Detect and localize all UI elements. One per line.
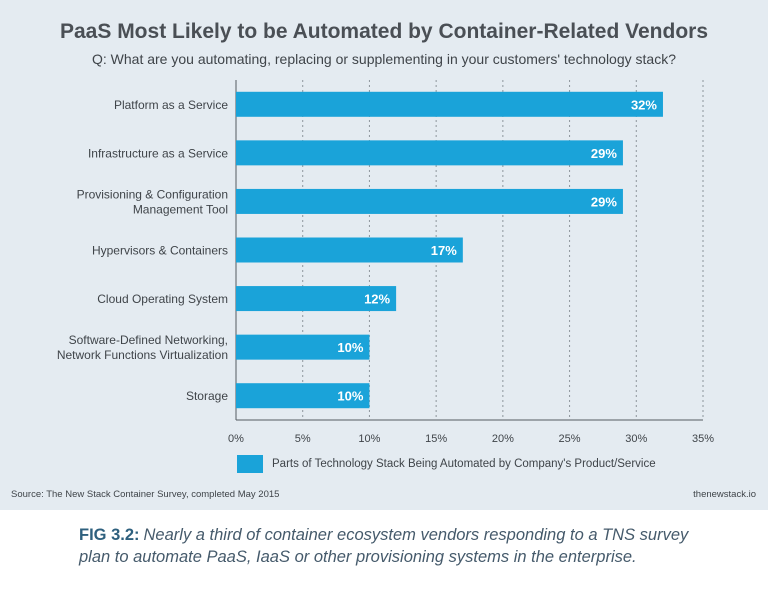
category-label: Hypervisors & Containers	[92, 244, 228, 258]
source-note: Source: The New Stack Container Survey, …	[11, 489, 280, 500]
caption-text: Nearly a third of container ecosystem ve…	[79, 526, 689, 566]
data-label: 10%	[337, 389, 363, 404]
bar	[236, 334, 370, 360]
bar-chart: 0% 5% 10% 15% 20% 25% 30% 35% 32% Platform as a S…	[57, 80, 714, 445]
x-tick-label: 30%	[625, 433, 647, 445]
bar	[236, 140, 623, 166]
bar	[236, 286, 397, 312]
bar	[236, 237, 463, 263]
x-tick-label: 35%	[692, 433, 714, 445]
x-tick-label: 10%	[358, 433, 380, 445]
data-label: 10%	[337, 340, 363, 355]
data-label: 17%	[431, 243, 457, 258]
category-label: Platform as a Service	[114, 98, 228, 112]
x-tick-label: 15%	[425, 433, 447, 445]
data-label: 29%	[591, 194, 617, 209]
category-label: Provisioning & Configuration	[77, 187, 228, 201]
x-tick-label: 5%	[295, 433, 311, 445]
category-label: Cloud Operating System	[97, 292, 228, 306]
bar	[236, 383, 370, 409]
category-label: Infrastructure as a Service	[88, 146, 228, 160]
category-label: Network Functions Virtualization	[57, 348, 228, 362]
bar	[236, 91, 663, 117]
figure-caption: FIG 3.2:Nearly a third of container ecos…	[79, 524, 699, 568]
data-label: 12%	[364, 292, 390, 307]
legend-label: Parts of Technology Stack Being Automate…	[272, 458, 656, 470]
chart-subtitle: Q: What are you automating, replacing or…	[92, 51, 676, 67]
brand-text: thenewstack.io	[693, 489, 756, 500]
bar	[236, 188, 623, 214]
chart-legend: Parts of Technology Stack Being Automate…	[237, 455, 656, 473]
data-label: 32%	[631, 97, 657, 112]
category-label: Management Tool	[133, 202, 228, 216]
category-label: Software-Defined Networking,	[69, 333, 228, 347]
x-tick-label: 0%	[228, 433, 244, 445]
x-tick-label: 25%	[559, 433, 581, 445]
data-label: 29%	[591, 146, 617, 161]
chart-title: PaaS Most Likely to be Automated by Cont…	[59, 20, 709, 43]
caption-label: FIG 3.2:	[79, 526, 140, 544]
chart-card: PaaS Most Likely to be Automated by Cont…	[0, 0, 768, 510]
x-tick-label: 20%	[492, 433, 514, 445]
legend-swatch	[237, 455, 263, 473]
category-label: Storage	[186, 389, 228, 403]
